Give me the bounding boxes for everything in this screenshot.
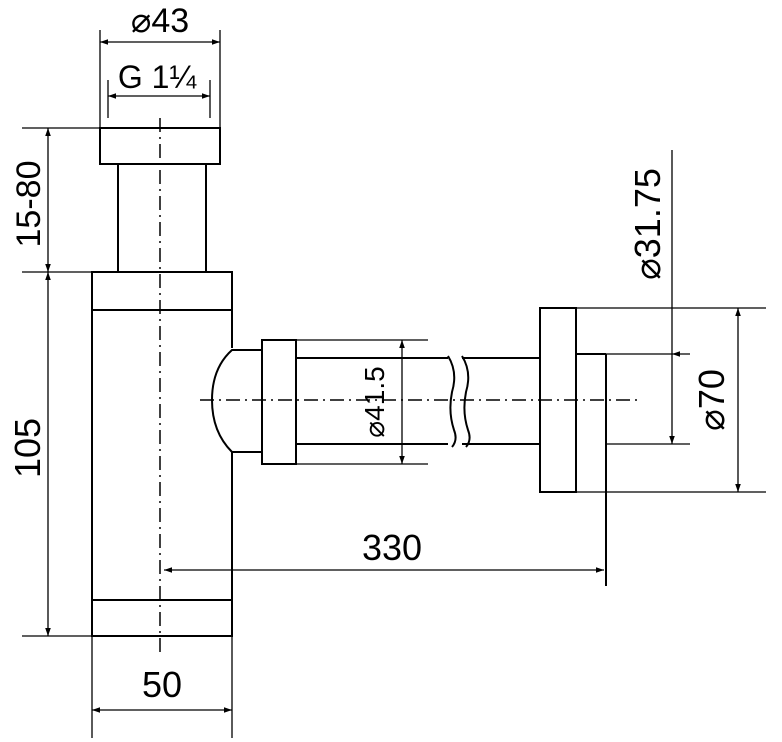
dim-label-pipe-diameter: ⌀41.5 xyxy=(359,366,390,437)
dimension-top-diameter: ⌀43 xyxy=(99,2,221,128)
side-outlet xyxy=(210,339,540,465)
dimension-pipe-diameter: ⌀41.5 xyxy=(296,339,428,465)
dim-label-outlet-length: 330 xyxy=(362,527,422,568)
dimension-thread: G 1¼ xyxy=(107,59,211,118)
dimension-height-adjust: 15-80 xyxy=(10,127,100,273)
dimension-outlet-length: 330 xyxy=(164,527,604,573)
dim-label-body-width: 50 xyxy=(142,664,182,705)
dimension-flange-diameter: ⌀70 xyxy=(576,307,766,493)
dimension-body-height: 105 xyxy=(7,272,92,637)
dimension-body-width: 50 xyxy=(91,636,233,738)
dim-label-flange-diameter: ⌀70 xyxy=(691,369,732,431)
dim-label-thread: G 1¼ xyxy=(118,59,198,95)
trap-body xyxy=(91,271,233,637)
dim-label-height-adjust: 15-80 xyxy=(10,161,48,248)
wall-flange xyxy=(539,307,607,586)
dimension-outlet-pipe-diameter: ⌀31.75 xyxy=(606,150,690,445)
dim-label-body-height: 105 xyxy=(7,418,48,478)
centerlines xyxy=(159,118,640,656)
dim-label-outlet-pipe-diameter: ⌀31.75 xyxy=(627,168,668,280)
dim-label-top-diameter: ⌀43 xyxy=(131,2,189,40)
